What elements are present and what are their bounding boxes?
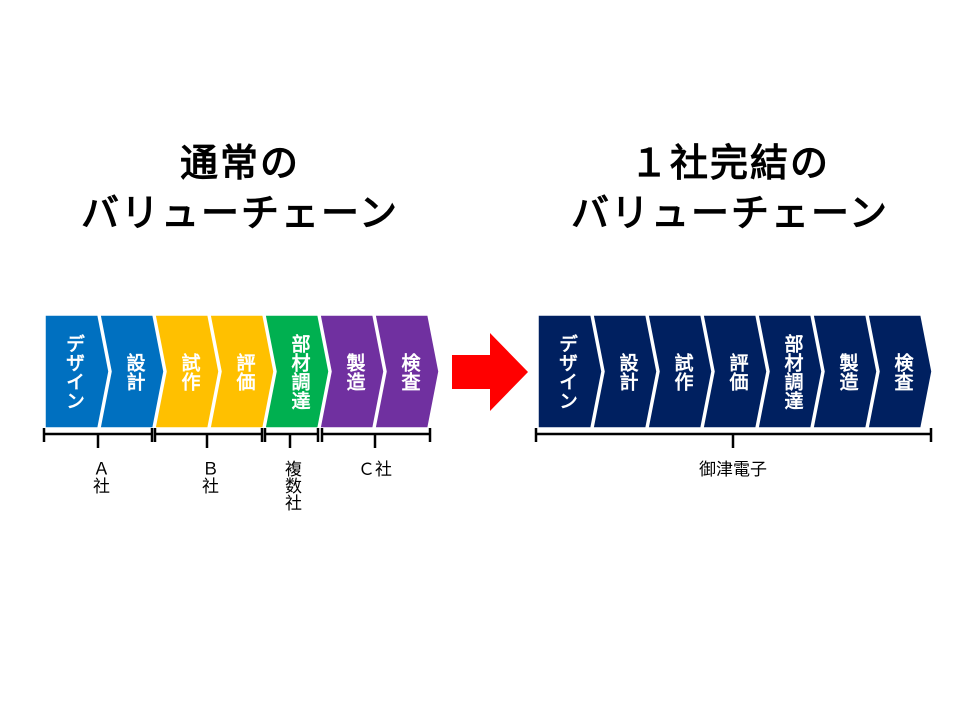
right-step-label-2: 試作 [671,352,694,391]
left-step-label-2: 試作 [178,352,201,391]
right-step-label-6: 検査 [891,352,914,391]
right-step-chevron-5 [812,314,878,429]
right-step-chevron-2 [647,314,713,429]
right-title-line1: １社完結の [629,141,830,185]
right-step-chevron-0 [537,314,603,429]
left-step-chevron-5 [319,314,385,429]
transition-arrow-icon [452,333,528,411]
left-bracket-group [42,428,432,448]
right-step-label-0: デザイン [556,333,578,410]
left-step-label-4: 部材調達 [288,333,311,410]
left-company-label-0: Ａ社 [89,460,109,494]
right-title: １社完結の バリューチェーン [510,138,950,238]
left-step-label-0: デザイン [63,333,85,410]
right-title-line2: バリューチェーン [570,191,890,235]
left-title: 通常の バリューチェーン [40,138,440,238]
left-step-label-6: 検査 [398,352,421,391]
right-step-label-5: 製造 [836,352,859,391]
right-step-label-1: 設計 [616,352,639,391]
left-title-line1: 通常の [179,141,300,185]
right-bracket-group [534,428,933,448]
left-company-label-2: 複数社 [281,460,301,511]
left-chevron-group [44,314,440,429]
left-step-chevron-0 [44,314,110,429]
right-chevron-group [537,314,933,429]
left-step-label-3: 評価 [233,352,256,391]
left-step-label-5: 製造 [343,352,366,391]
left-company-label-3: Ｃ社 [358,460,392,480]
left-step-label-1: 設計 [123,352,146,391]
right-step-label-3: 評価 [726,352,749,391]
right-step-chevron-6 [867,314,933,429]
left-title-line2: バリューチェーン [80,191,400,235]
left-step-chevron-6 [374,314,440,429]
left-company-label-1: Ｂ社 [198,460,218,494]
right-step-chevron-1 [592,314,658,429]
right-step-chevron-3 [702,314,768,429]
right-step-chevron-4 [757,314,823,429]
left-step-chevron-2 [154,314,220,429]
right-step-label-4: 部材調達 [781,333,804,410]
right-company-label: 御津電子 [699,460,767,480]
